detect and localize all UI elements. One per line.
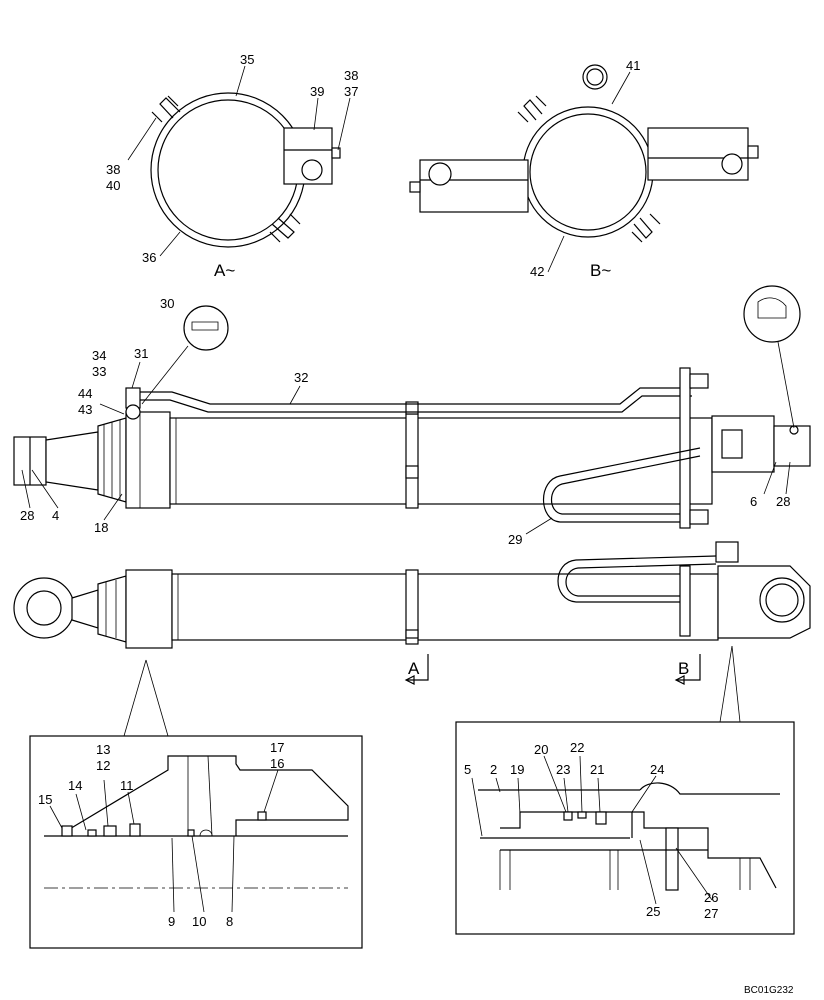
label-27: 27: [704, 906, 718, 921]
view-arrow-a: A: [408, 659, 420, 678]
label-6: 6: [750, 494, 757, 509]
label-43: 43: [78, 402, 92, 417]
label-19: 19: [510, 762, 524, 777]
label-31: 31: [134, 346, 148, 361]
drawing-code: BC01G232: [744, 985, 794, 996]
label-13: 13: [96, 742, 110, 757]
label-2: 2: [490, 762, 497, 777]
label-30: 30: [160, 296, 174, 311]
view-arrow-b: B: [678, 659, 689, 678]
label-26: 26: [704, 890, 718, 905]
label-9: 9: [168, 914, 175, 929]
cylinder-side-view: [13, 285, 811, 529]
label-14: 14: [68, 778, 82, 793]
label-39: 39: [310, 84, 324, 99]
detail-box-right: [455, 721, 795, 935]
label-17: 17: [270, 740, 284, 755]
label-10: 10: [192, 914, 206, 929]
label-18: 18: [94, 520, 108, 535]
cylinder-top-view: [13, 541, 811, 737]
label-16: 16: [270, 756, 284, 771]
label-21: 21: [590, 762, 604, 777]
leader-lines: [21, 65, 791, 913]
label-24: 24: [650, 762, 664, 777]
view-b-clamp: [409, 64, 759, 243]
label-12: 12: [96, 758, 110, 773]
label-44: 44: [78, 386, 92, 401]
detail-box-left: [29, 735, 363, 949]
label-25: 25: [646, 904, 660, 919]
label-33: 33: [92, 364, 106, 379]
label-32: 32: [294, 370, 308, 385]
label-28-right: 28: [776, 494, 790, 509]
label-36: 36: [142, 250, 156, 265]
view-label-a: A~: [214, 261, 235, 280]
label-37: 37: [344, 84, 358, 99]
label-15: 15: [38, 792, 52, 807]
label-28-left: 28: [20, 508, 34, 523]
view-a-clamp: [150, 92, 341, 248]
label-20: 20: [534, 742, 548, 757]
label-4: 4: [52, 508, 59, 523]
label-11: 11: [120, 778, 134, 793]
label-35: 35: [240, 52, 254, 67]
label-41: 41: [626, 58, 640, 73]
label-23: 23: [556, 762, 570, 777]
label-5: 5: [464, 762, 471, 777]
view-label-b: B~: [590, 261, 611, 280]
label-38-top: 38: [344, 68, 358, 83]
label-34: 34: [92, 348, 106, 363]
label-42: 42: [530, 264, 544, 279]
label-22: 22: [570, 740, 584, 755]
label-40: 40: [106, 178, 120, 193]
label-29: 29: [508, 532, 522, 547]
label-38-left: 38: [106, 162, 120, 177]
part-number-labels: 35 39 38 37 38 40 36 A~ 41 42 B~ 30 34 3…: [20, 52, 794, 996]
label-8: 8: [226, 914, 233, 929]
